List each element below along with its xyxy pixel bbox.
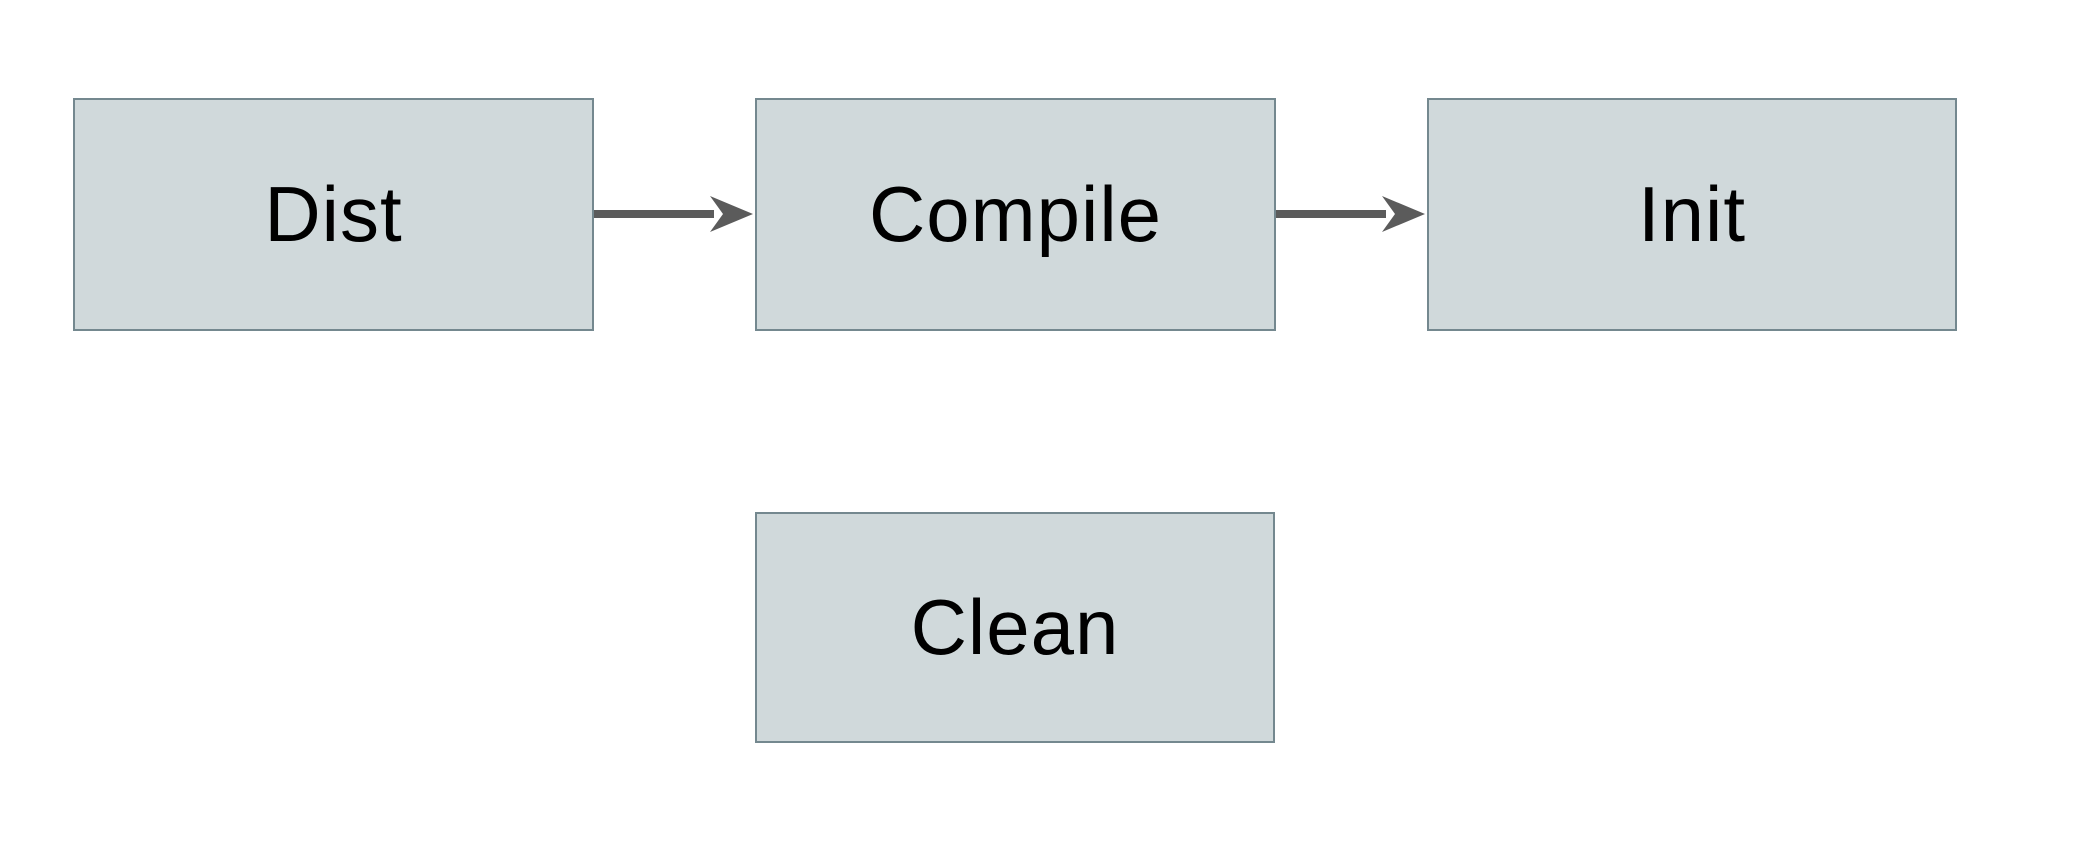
node-init-label: Init [1637, 170, 1747, 258]
node-init[interactable]: Init [1427, 98, 1957, 331]
node-dist[interactable]: Dist [73, 98, 594, 331]
arrow-head-icon [1382, 196, 1425, 232]
node-dist-label: Dist [264, 170, 403, 258]
arrow-compile-to-init[interactable] [1266, 192, 1426, 236]
arrow-head-icon [710, 196, 753, 232]
arrow-dist-to-compile[interactable] [594, 192, 754, 236]
node-compile[interactable]: Compile [755, 98, 1276, 331]
node-compile-label: Compile [868, 170, 1163, 258]
node-clean-label: Clean [910, 583, 1120, 671]
node-clean[interactable]: Clean [755, 512, 1275, 743]
